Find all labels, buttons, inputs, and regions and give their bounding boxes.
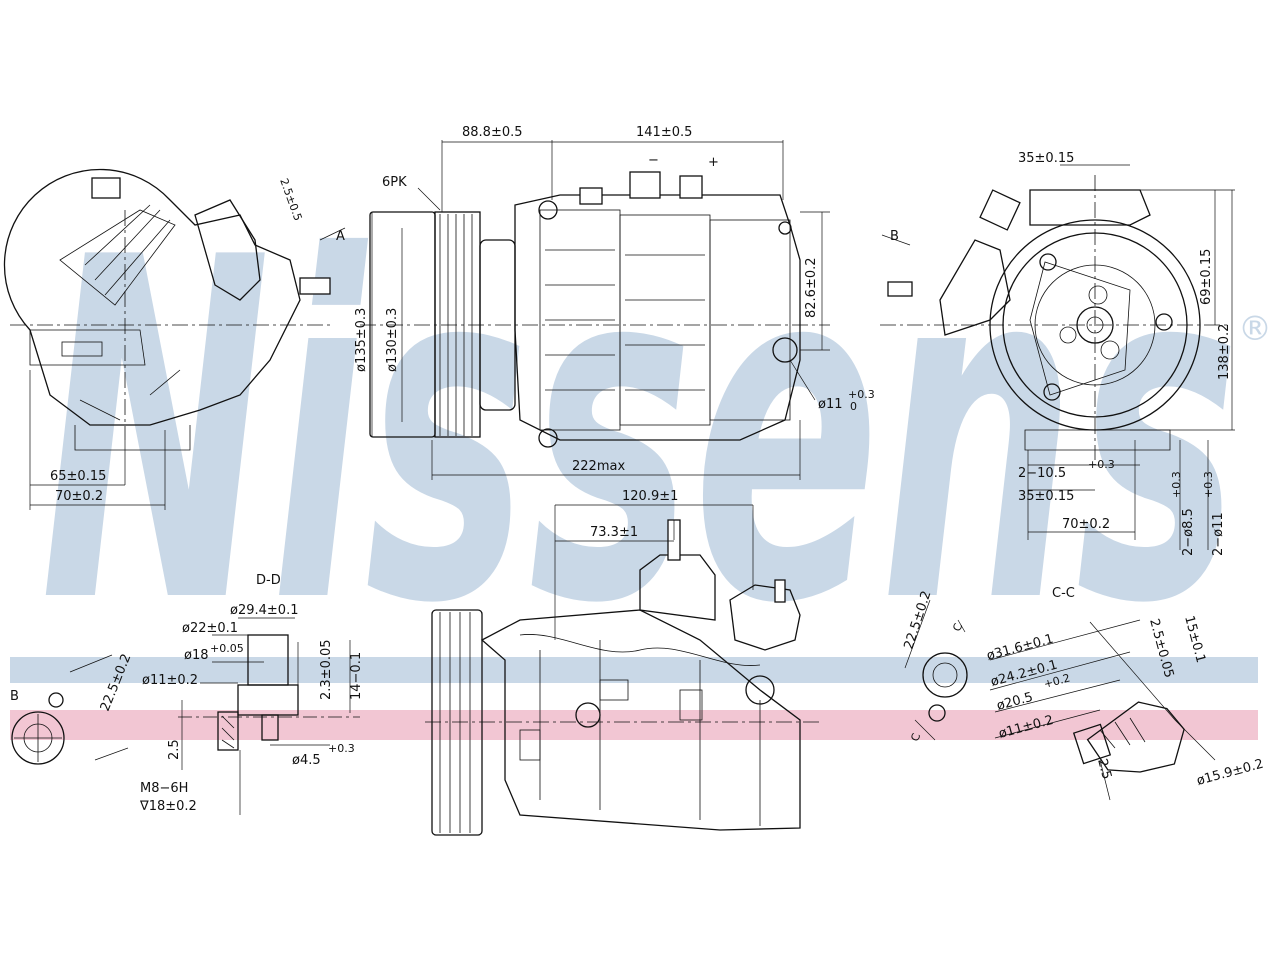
dim-70: 70±0.2: [55, 489, 103, 504]
dim-14: 14−0.1: [349, 652, 364, 700]
polarity-minus: −: [648, 153, 659, 168]
dim-2-8-5-tol: +0.3: [1170, 471, 1183, 498]
dim-22: ø22±0.1: [182, 621, 238, 636]
cc-dim-2-5: 2.5: [1094, 757, 1114, 781]
view-b-title: B: [10, 689, 19, 704]
rear-view: 35±0.15 B 69±0.15 138±0.2 2−10.5 +0.3 35…: [880, 151, 1235, 556]
dim-18-depth: ∇18±0.2: [139, 799, 197, 814]
dim-35-top: 35±0.15: [1018, 151, 1074, 166]
dim-135: ø135±0.3: [354, 308, 369, 372]
dim-82-6: 82.6±0.2: [804, 257, 819, 318]
dim-73-3: 73.3±1: [590, 525, 638, 540]
watermark-registered: ®: [1238, 309, 1272, 349]
cc-dim-15-9: ø15.9±0.2: [1195, 757, 1265, 789]
dim-2-5-dd: 2.5: [167, 739, 182, 760]
dim-m8: M8−6H: [140, 781, 188, 796]
dim-2-3: 2.3±0.05: [319, 639, 334, 700]
dim-69: 69±0.15: [1199, 249, 1214, 305]
dim-4-5: ø4.5: [292, 753, 321, 768]
dim-4-5-tol: +0.3: [328, 742, 355, 755]
dim-11-tol: +0.3: [848, 388, 875, 401]
dim-2-11: 2−ø11: [1211, 512, 1226, 556]
dim-35-bottom: 35±0.15: [1018, 489, 1074, 504]
dim-18: ø18: [184, 648, 209, 663]
dim-11: ø11: [818, 397, 843, 412]
dim-141: 141±0.5: [636, 125, 692, 140]
dim-2-10-5: 2−10.5: [1018, 466, 1066, 481]
dim-18-tol: +0.05: [210, 642, 244, 655]
view-marker-a: A: [336, 229, 345, 244]
dim-6pk: 6PK: [382, 175, 407, 190]
dim-120-9: 120.9±1: [622, 489, 678, 504]
watermark-band-pink: [10, 710, 1258, 740]
section-dd-title: D-D: [256, 573, 281, 588]
dim-138: 138±0.2: [1217, 324, 1232, 380]
watermark-brand: Nissens: [40, 159, 1240, 706]
section-dd: D-D ø29.4±0.1 ø22±0.1 ø18 +0.05 ø11±0.2 …: [139, 573, 364, 815]
watermark-band-blue: [10, 657, 1258, 683]
front-view: 88.8±0.5 141±0.5 − + 6PK ø135±0.3 ø130±0…: [354, 125, 875, 480]
dim-130: ø130±0.3: [385, 308, 400, 372]
dim-29-4: ø29.4±0.1: [230, 603, 298, 618]
dim-2-11-tol: +0.3: [1202, 471, 1215, 498]
dim-65: 65±0.15: [50, 469, 106, 484]
dim-88-8: 88.8±0.5: [462, 125, 523, 140]
dim-2-10-5-tol: +0.3: [1088, 458, 1115, 471]
watermark: Nissens ®: [10, 159, 1272, 740]
dim-222: 222max: [572, 459, 625, 474]
dim-11-dd: ø11±0.2: [142, 673, 198, 688]
bottom-view: 120.9±1 73.3±1: [425, 489, 820, 836]
dim-2-8-5: 2−ø8.5: [1181, 508, 1196, 556]
dim-70-rear: 70±0.2: [1062, 517, 1110, 532]
dim-11-tol2: 0: [850, 400, 857, 413]
cc-marker-c2: C: [908, 731, 923, 743]
cc-marker-c1: C: [950, 621, 965, 633]
section-cc-title: C-C: [1052, 586, 1075, 601]
polarity-plus: +: [708, 155, 719, 170]
view-marker-b: B: [890, 229, 899, 244]
